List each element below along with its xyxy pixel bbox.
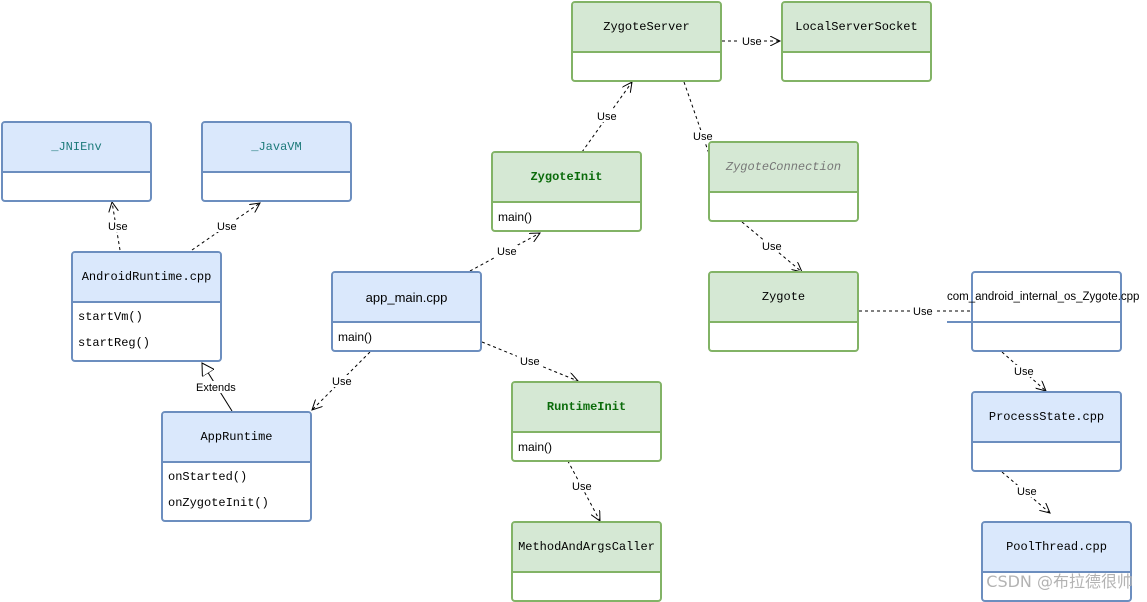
- edge-appmain-zygoteinit: [469, 233, 540, 272]
- class-title: app_main.cpp: [333, 273, 480, 323]
- class-title: ProcessState.cpp: [973, 393, 1120, 443]
- method-item: startVm(): [78, 310, 143, 324]
- edge-label-use: Use: [913, 306, 933, 318]
- method-item: onStarted(): [168, 470, 248, 484]
- edge-label-use: Use: [332, 376, 352, 388]
- class-title: LocalServerSocket: [783, 3, 930, 53]
- method-item: main(): [518, 440, 553, 454]
- class-runtime-init: RuntimeInit main(): [511, 381, 662, 462]
- edge-appmain-appruntime: [312, 351, 371, 410]
- class-local-server-socket: LocalServerSocket: [781, 1, 932, 82]
- class-jnienv: _JNIEnv: [1, 121, 152, 202]
- watermark: CSDN @布拉德很帅: [986, 572, 1133, 591]
- edge-label-use: Use: [1014, 366, 1034, 378]
- class-process-state: ProcessState.cpp: [971, 391, 1122, 472]
- class-zygote-init: ZygoteInit main(): [491, 151, 642, 232]
- class-javavm: _JavaVM: [201, 121, 352, 202]
- edge-label-extends: Extends: [196, 382, 236, 394]
- class-title: RuntimeInit: [513, 383, 660, 433]
- edge-appmain-runtimeinit: [481, 341, 578, 381]
- class-zygote-connection: ZygoteConnection: [708, 141, 859, 222]
- class-app-runtime: AppRuntime onStarted() onZygoteInit(): [161, 411, 312, 522]
- class-title: ZygoteConnection: [710, 143, 857, 193]
- class-title: ZygoteServer: [573, 3, 720, 53]
- edge-label-use: Use: [520, 356, 540, 368]
- class-title: AppRuntime: [163, 413, 310, 463]
- class-title: MethodAndArgsCaller: [513, 523, 660, 573]
- method-item: startReg(): [78, 336, 151, 350]
- edge-label-use: Use: [108, 221, 128, 233]
- class-title: com_android_internal_os_Zygote.cpp: [947, 273, 1139, 323]
- edge-label-use: Use: [597, 111, 617, 123]
- class-method-args-caller: MethodAndArgsCaller: [511, 521, 662, 602]
- class-zygote-server: ZygoteServer: [571, 1, 722, 82]
- edge-label-use: Use: [572, 481, 592, 493]
- class-android-runtime: AndroidRuntime.cpp startVm() startReg(): [71, 251, 222, 362]
- edge-label-use: Use: [693, 131, 713, 143]
- class-title: PoolThread.cpp: [983, 523, 1130, 573]
- class-zygote: Zygote: [708, 271, 859, 352]
- class-title: _JavaVM: [203, 123, 350, 173]
- edge-label-use: Use: [762, 241, 782, 253]
- class-com-android-zygote: com_android_internal_os_Zygote.cpp: [947, 271, 1139, 352]
- class-pool-thread: PoolThread.cpp: [981, 521, 1132, 602]
- edge-label-use: Use: [742, 36, 762, 48]
- class-title: Zygote: [710, 273, 857, 323]
- class-title: AndroidRuntime.cpp: [73, 253, 220, 303]
- edge-label-use: Use: [497, 246, 517, 258]
- edge-comandroidzygote-processstate: [1001, 351, 1046, 391]
- class-title: _JNIEnv: [3, 123, 150, 173]
- method-item: main(): [338, 330, 373, 344]
- edge-zygoteconnection-zygote: [741, 221, 802, 272]
- class-app-main: app_main.cpp main(): [331, 271, 482, 352]
- method-item: main(): [498, 210, 533, 224]
- edge-androidruntime-javavm: [191, 203, 260, 251]
- method-item: onZygoteInit(): [168, 496, 269, 510]
- edge-label-use: Use: [1017, 486, 1037, 498]
- class-title: ZygoteInit: [493, 153, 640, 203]
- edge-label-use: Use: [217, 221, 237, 233]
